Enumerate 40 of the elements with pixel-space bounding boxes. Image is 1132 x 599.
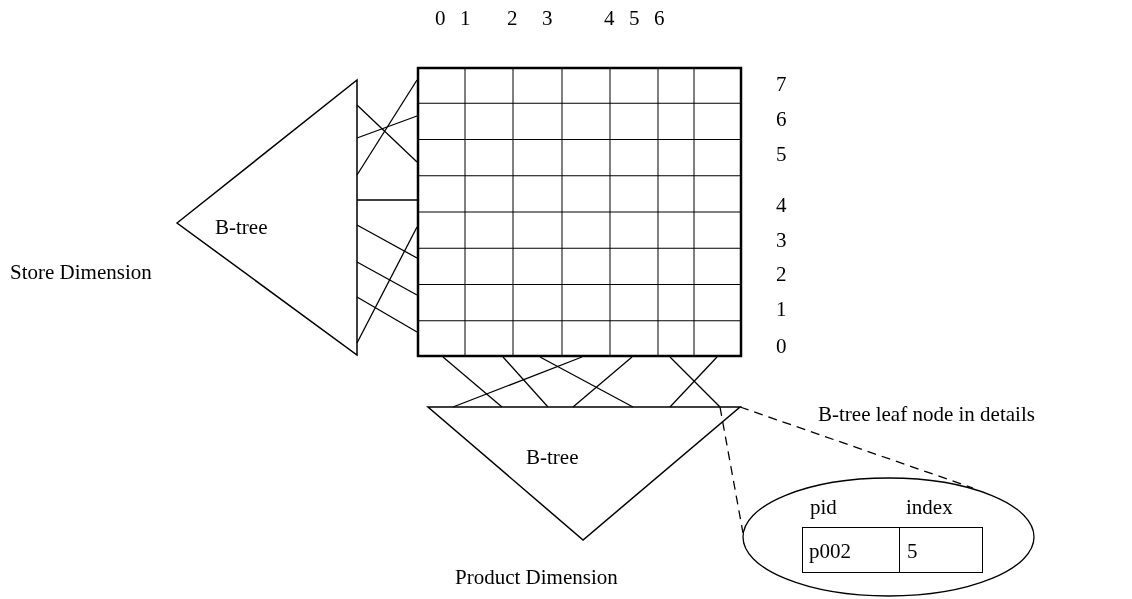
connector-line — [356, 199, 418, 201]
connector-line — [502, 356, 549, 408]
leader-line — [739, 406, 974, 489]
row-number: 3 — [776, 230, 787, 251]
table-cell-text: p002 — [809, 541, 851, 562]
row-number: 5 — [776, 144, 787, 165]
column-number: 5 — [629, 8, 640, 29]
connector-line — [356, 226, 418, 344]
connector-line — [356, 296, 418, 333]
connector-line — [356, 79, 418, 176]
connector-line — [356, 104, 418, 163]
column-number: 1 — [460, 8, 471, 29]
connector-line — [539, 356, 634, 408]
row-number: 6 — [776, 109, 787, 130]
column-number: 0 — [435, 8, 446, 29]
row-number: 4 — [776, 195, 787, 216]
row-number: 0 — [776, 336, 787, 357]
column-number: 2 — [507, 8, 518, 29]
node-label: B-tree — [526, 447, 579, 468]
column-number: 4 — [604, 8, 615, 29]
connector-line — [356, 115, 418, 139]
table-cell-text: 5 — [907, 541, 918, 562]
connector-line — [442, 356, 503, 408]
connector-line — [356, 261, 418, 296]
leader-line — [719, 406, 744, 534]
row-number: 2 — [776, 264, 787, 285]
column-header: index — [906, 497, 953, 518]
connector-line — [452, 356, 583, 408]
column-number: 3 — [542, 8, 553, 29]
caption-text: B-tree leaf node in details — [818, 404, 1035, 425]
row-number: 1 — [776, 299, 787, 320]
node-label: B-tree — [215, 217, 268, 238]
caption-text: Store Dimension — [10, 262, 152, 283]
leaf-entry-table — [802, 527, 983, 573]
column-header: pid — [810, 497, 837, 518]
row-number: 7 — [776, 74, 787, 95]
column-number: 6 — [654, 8, 665, 29]
caption-text: Product Dimension — [455, 567, 618, 588]
connector-line — [572, 356, 633, 408]
connector-line — [356, 224, 418, 259]
